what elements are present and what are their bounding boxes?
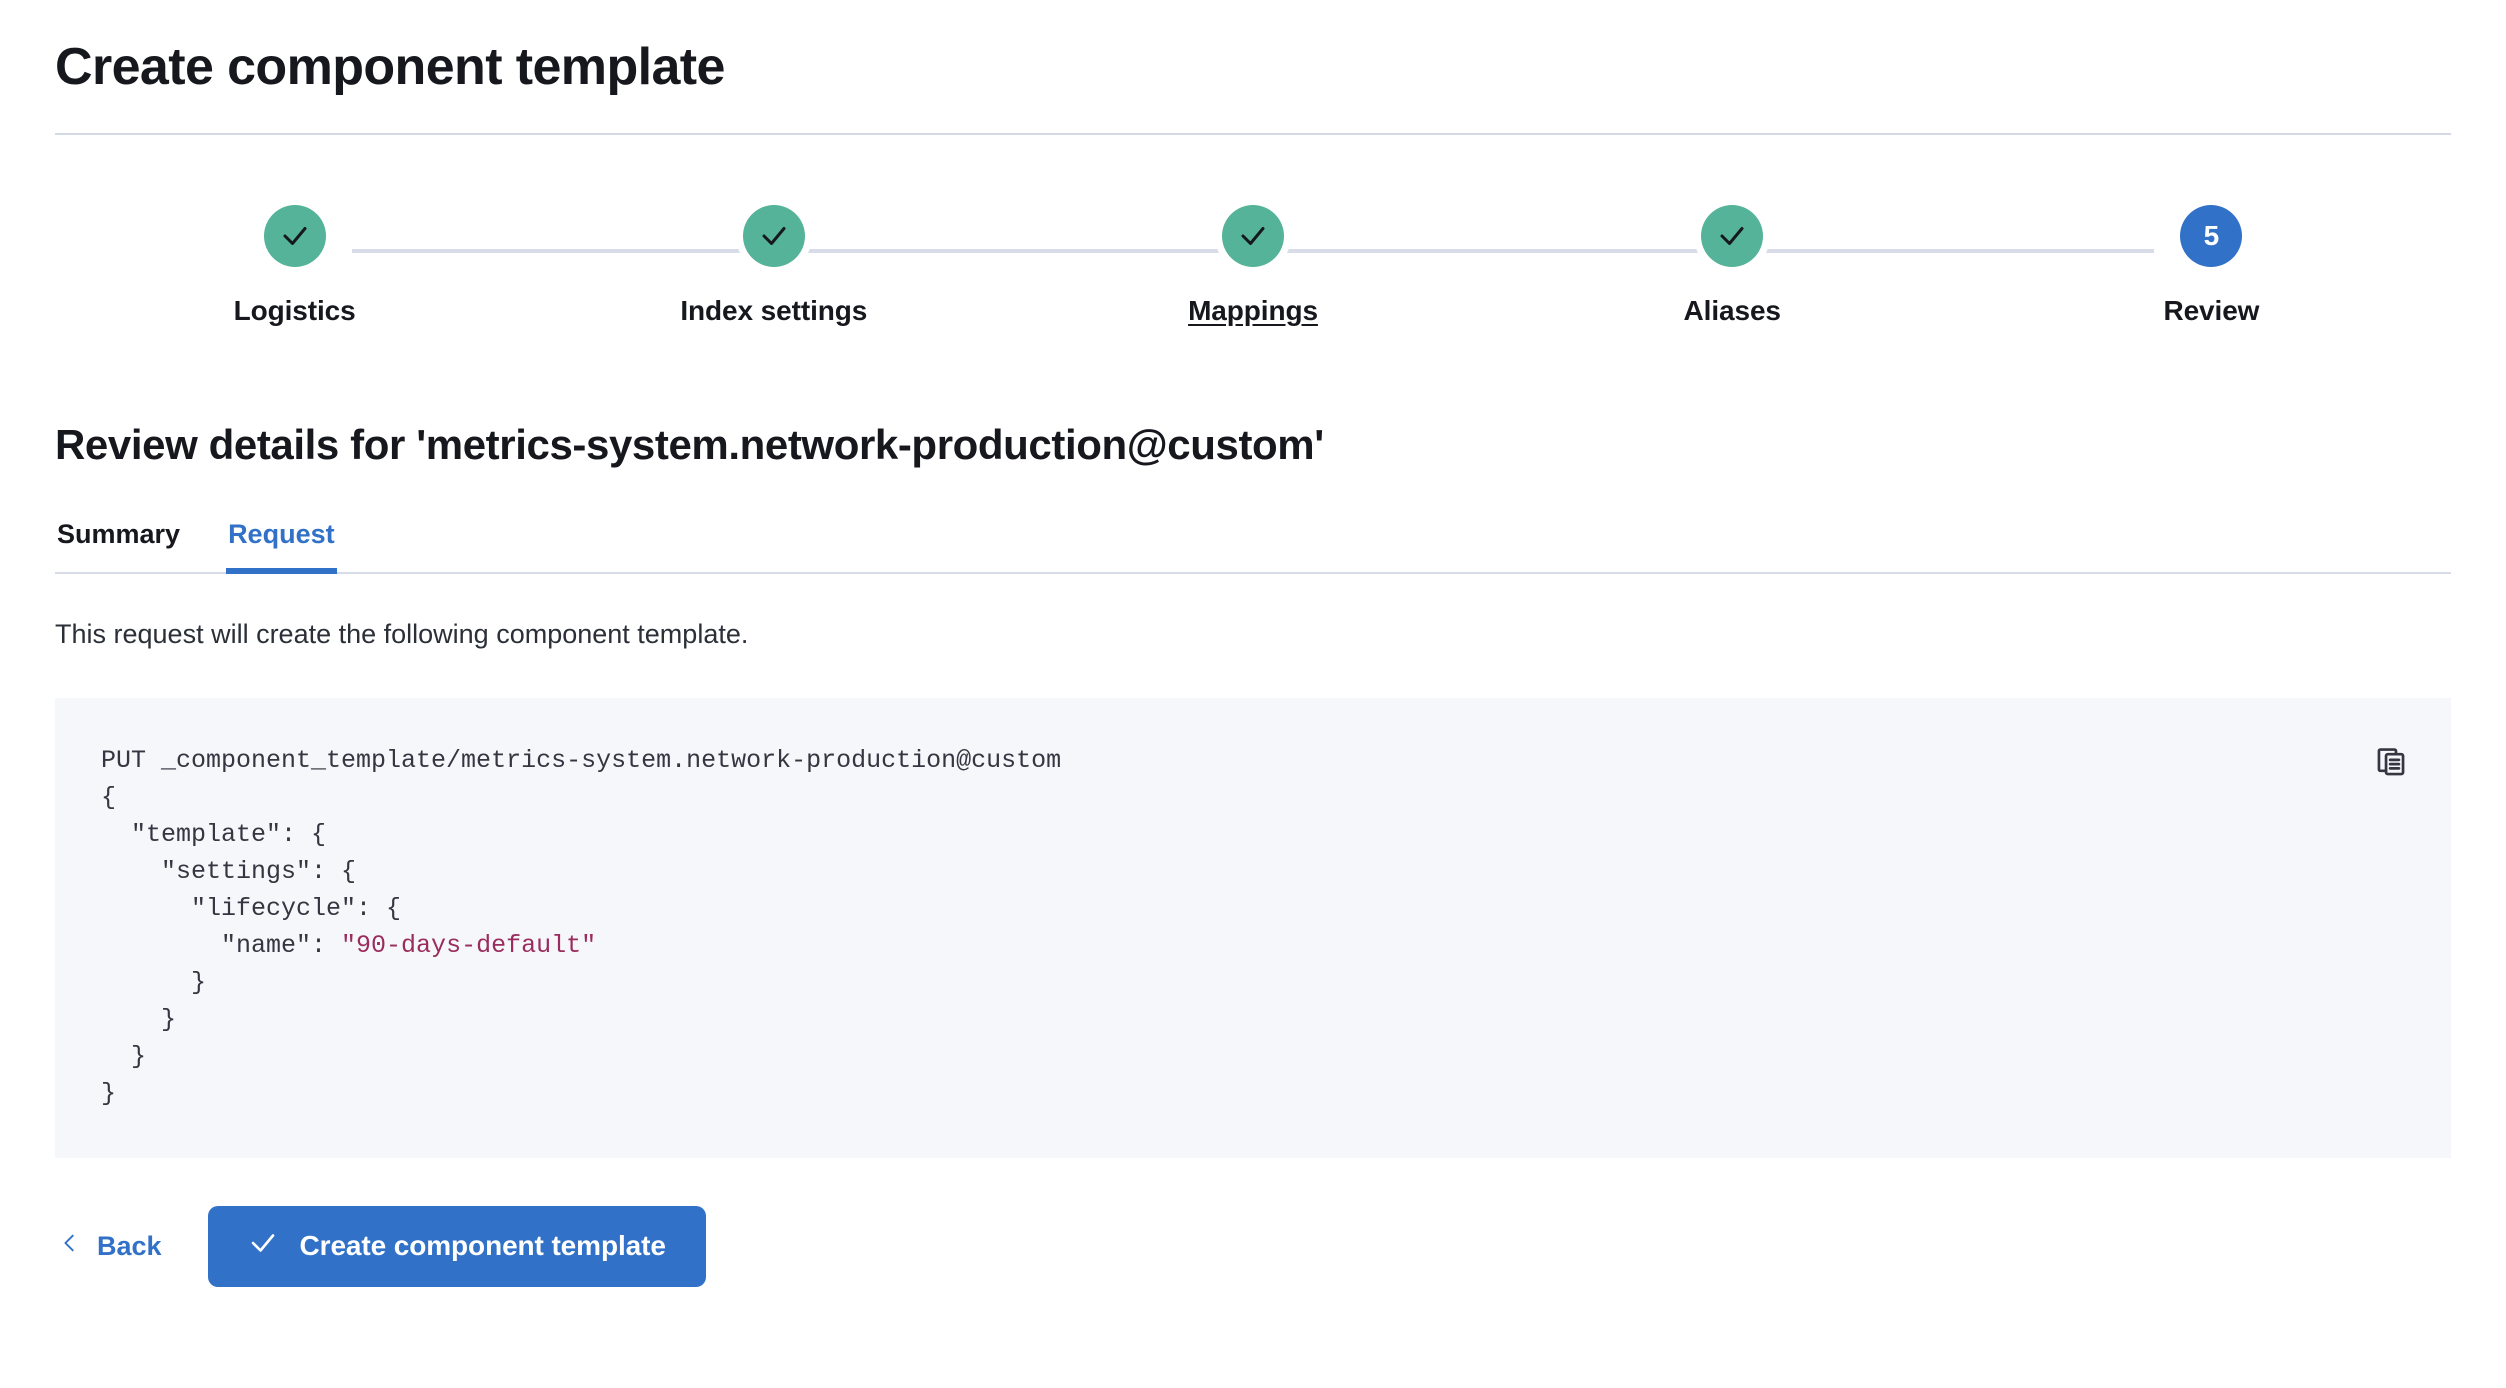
code-string-value: "90-days-default" — [341, 930, 597, 960]
request-code-panel: PUT _component_template/metrics-system.n… — [55, 697, 2451, 1158]
header-divider — [55, 132, 2451, 135]
step-review-number: 5 — [2203, 219, 2220, 251]
code-line: } — [101, 967, 207, 997]
step-logistics-circle — [263, 204, 326, 267]
code-line: } — [101, 1041, 147, 1071]
step-logistics-label: Logistics — [233, 294, 356, 326]
step-aliases-circle — [1701, 204, 1764, 267]
code-line: } — [101, 1078, 117, 1108]
step-aliases[interactable]: Aliases — [1493, 204, 1972, 327]
step-index-settings-label: Index settings — [680, 294, 868, 326]
code-line: "name": — [101, 930, 342, 960]
step-mappings-label: Mappings — [1188, 294, 1318, 326]
step-review[interactable]: 5 Review — [1972, 204, 2451, 327]
step-mappings-circle — [1222, 204, 1284, 267]
code-line: { — [101, 782, 117, 812]
page-title: Create component template — [55, 38, 725, 96]
code-line: } — [101, 1004, 177, 1034]
code-line: "lifecycle": { — [101, 893, 402, 923]
code-method-line: PUT _component_template/metrics-system.n… — [101, 745, 1062, 775]
code-line: "template": { — [101, 819, 327, 849]
chevron-left-icon — [59, 1229, 81, 1264]
tab-request[interactable]: Request — [226, 519, 337, 574]
check-icon — [1238, 221, 1268, 251]
step-index-settings[interactable]: Index settings — [534, 204, 1013, 327]
create-component-template-label: Create component template — [299, 1230, 666, 1262]
wizard-stepper: Logistics Index settings Mappings — [55, 204, 2451, 355]
review-tabs: Summary Request — [55, 519, 2451, 574]
stepper-steps: Logistics Index settings Mappings — [55, 204, 2451, 327]
check-icon — [1717, 221, 1747, 251]
create-component-template-button[interactable]: Create component template — [207, 1205, 706, 1287]
step-index-settings-circle — [742, 204, 805, 267]
check-icon — [280, 221, 310, 251]
code-line: "settings": { — [101, 856, 357, 886]
check-icon — [248, 1228, 278, 1265]
back-button-label: Back — [97, 1230, 162, 1261]
step-logistics[interactable]: Logistics — [55, 204, 534, 327]
wizard-footer: Back Create component template — [55, 1205, 2451, 1287]
copy-icon[interactable] — [2369, 740, 2413, 784]
review-details-heading: Review details for 'metrics-system.netwo… — [55, 420, 1324, 468]
step-aliases-label: Aliases — [1683, 294, 1781, 326]
request-description: This request will create the following c… — [55, 618, 749, 649]
step-review-circle: 5 — [2180, 204, 2243, 267]
request-code-block: PUT _component_template/metrics-system.n… — [55, 698, 2451, 1112]
back-button[interactable]: Back — [55, 1219, 176, 1274]
step-review-label: Review — [2163, 294, 2260, 326]
step-mappings[interactable]: Mappings — [1013, 204, 1492, 327]
check-icon — [759, 221, 789, 251]
tab-summary[interactable]: Summary — [55, 519, 182, 572]
